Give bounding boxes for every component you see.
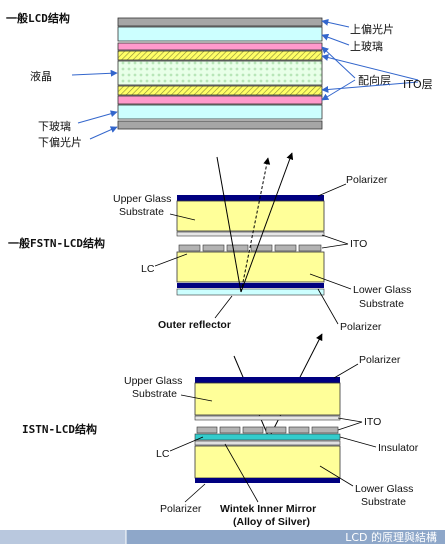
- fstn-label-lower-glass-1: Lower Glass: [353, 284, 411, 296]
- fstn-label-polarizer-bottom: Polarizer: [340, 321, 382, 333]
- fstn-label-ito: ITO: [350, 238, 367, 250]
- istn-bottom-polarizer: [195, 478, 340, 483]
- istn-label-lower-glass-1: Lower Glass: [355, 483, 413, 495]
- istn-label-lc: LC: [156, 448, 170, 460]
- lower-ito-layer: [117, 85, 323, 96]
- istn-label-mirror-1: Wintek Inner Mirror: [220, 503, 316, 515]
- istn-inner-mirror: [194, 440, 341, 446]
- fstn-label-polarizer-top: Polarizer: [346, 174, 388, 186]
- label-upper-glass: 上玻璃: [350, 39, 383, 53]
- fstn-reflected-ray-dashed: [240, 157, 271, 293]
- istn-label-insulator: Insulator: [378, 442, 419, 454]
- upper-polarizer-layer: [117, 17, 323, 27]
- istn-upper-ito: [194, 415, 341, 421]
- fstn-label-upper-glass-2: Substrate: [119, 206, 164, 218]
- istn-label-upper-glass-2: Substrate: [132, 388, 177, 400]
- label-liquid-crystal: 液晶: [30, 69, 52, 83]
- lower-polarizer-layer: [117, 120, 323, 130]
- label-ito-layer: ITO层: [403, 78, 433, 91]
- lcd-general-title: 一般LCD结构: [6, 11, 70, 25]
- footer-title: LCD 的原理與結構: [345, 530, 437, 544]
- istn-upper-substrate: [194, 382, 341, 416]
- label-lower-polarizer: 下偏光片: [38, 135, 82, 149]
- istn-lower-substrate: [194, 445, 341, 479]
- fstn-upper-ito: [176, 231, 325, 237]
- fstn-label-upper-glass-1: Upper Glass: [113, 193, 171, 205]
- istn-ito-segments: [196, 426, 339, 434]
- istn-label-polarizer-top: Polarizer: [359, 354, 401, 366]
- upper-alignment-layer: [117, 42, 323, 51]
- lower-alignment-layer: [117, 95, 323, 105]
- upper-glass-layer: [117, 26, 323, 42]
- fstn-label-lower-glass-2: Substrate: [359, 298, 404, 310]
- istn-lcd-diagram: ISTN-LCD结构 Polarizer Upper Glass Substra…: [22, 333, 419, 528]
- fstn-reflected-ray: [240, 152, 294, 293]
- fstn-top-polarizer: [177, 195, 324, 201]
- fstn-upper-substrate: [176, 200, 325, 232]
- fstn-outer-reflector: [176, 288, 325, 296]
- fstn-incident-ray: [216, 156, 242, 293]
- lcd-general-diagram: 一般LCD结构 上偏光片 上玻璃 配向层 ITO层 液晶 下玻璃 下偏光片: [6, 11, 433, 149]
- istn-label-ito: ITO: [364, 416, 381, 428]
- upper-ito-layer: [117, 50, 323, 61]
- footer-bar: LCD 的原理與結構: [0, 530, 445, 544]
- label-alignment-layer: 配向层: [358, 73, 391, 87]
- fstn-ito-segments: [178, 244, 322, 252]
- istn-insulator-layer: [194, 433, 341, 441]
- label-lower-glass: 下玻璃: [38, 119, 71, 133]
- fstn-bottom-polarizer: [177, 283, 324, 288]
- istn-label-polarizer-bottom: Polarizer: [160, 503, 202, 515]
- liquid-crystal-layer: [117, 60, 323, 86]
- lower-glass-layer: [117, 104, 323, 120]
- fstn-label-outer-reflector: Outer reflector: [158, 319, 231, 331]
- fstn-title: 一般FSTN-LCD结构: [8, 236, 105, 250]
- fstn-lcd-diagram: 一般FSTN-LCD结构 Polarizer Upper Glass Subst…: [8, 152, 411, 333]
- istn-top-polarizer: [195, 377, 340, 383]
- footer-left-segment: [0, 530, 126, 544]
- fstn-label-lc: LC: [141, 263, 155, 275]
- istn-label-lower-glass-2: Substrate: [361, 496, 406, 508]
- label-upper-polarizer: 上偏光片: [350, 22, 394, 36]
- istn-label-mirror-2: (Alloy of Silver): [233, 516, 310, 528]
- istn-label-upper-glass-1: Upper Glass: [124, 375, 182, 387]
- istn-title: ISTN-LCD结构: [22, 422, 97, 436]
